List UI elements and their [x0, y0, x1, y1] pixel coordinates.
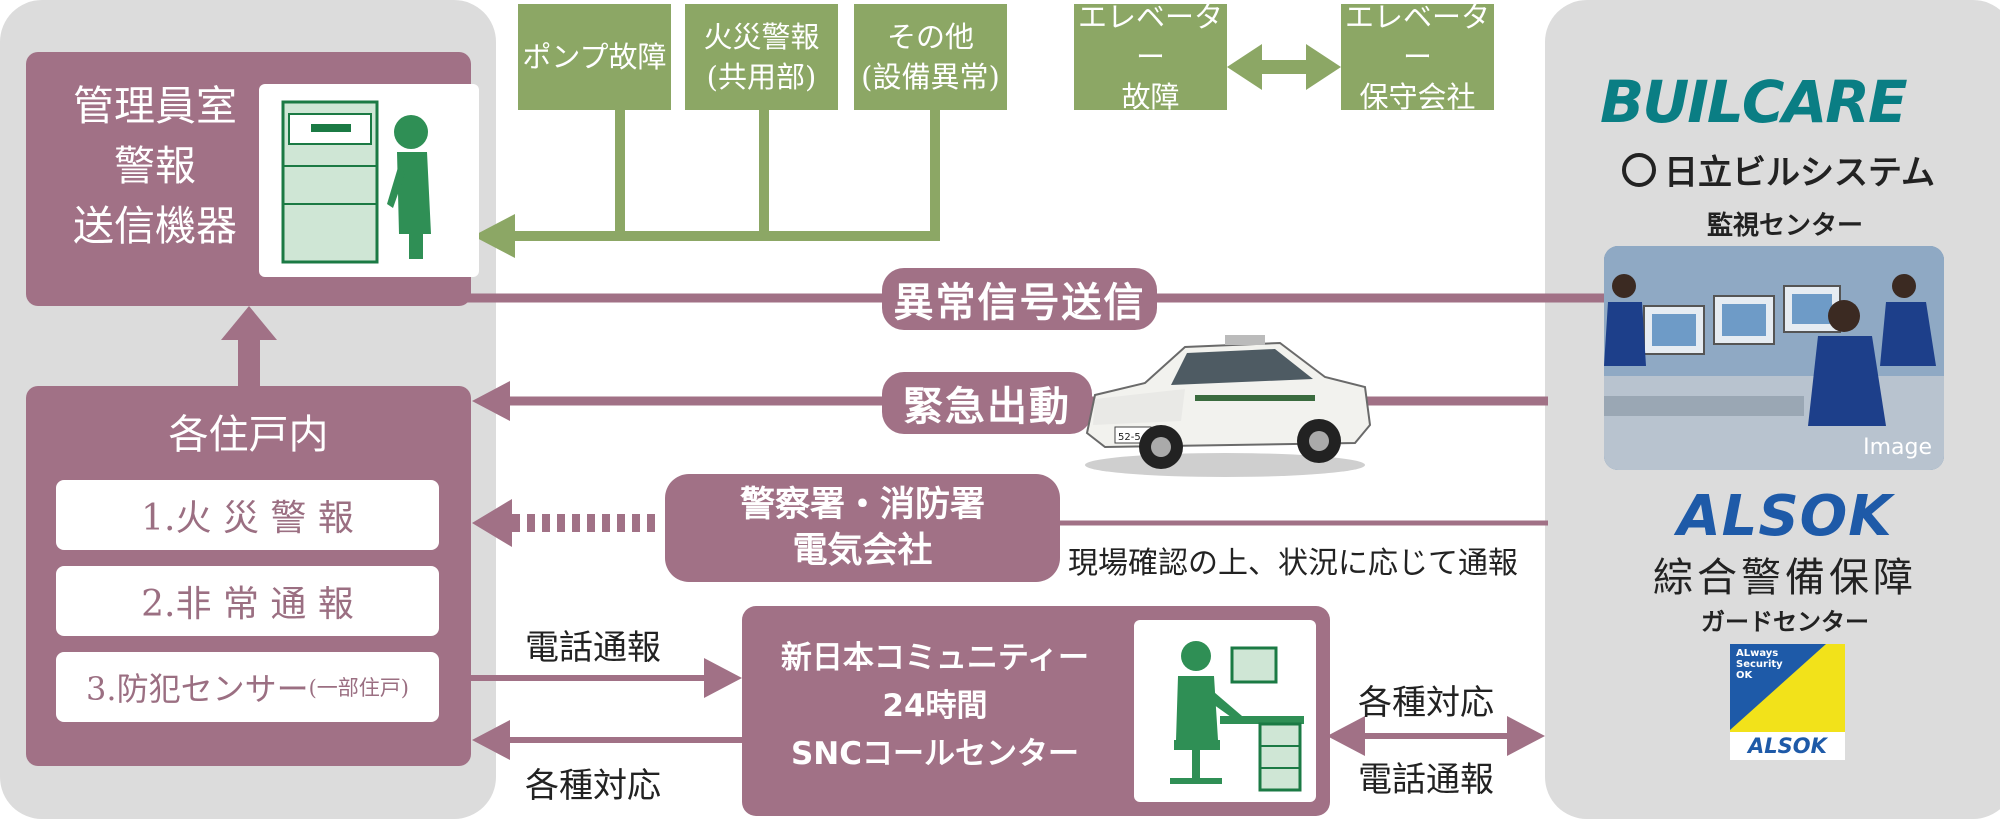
residence-title: 各住戸内 — [168, 412, 329, 458]
alarm-device-illustration — [259, 84, 479, 277]
fire-alarm-item: 1.火 災 警 報 — [56, 480, 439, 550]
operator-desk-icon — [1170, 641, 1304, 792]
alsok-company-name: 綜合警備保障 — [1653, 555, 1917, 601]
emergency-dispatch-label: 緊急出動 — [903, 384, 1071, 430]
police-fire-line-1: 警察署・消防署 — [739, 485, 985, 525]
hitachi-mark-icon — [1622, 152, 1656, 187]
hitachi-logo-text: 日立ビルシステム — [1664, 153, 1935, 193]
elevator-maintenance-line-1: エレベーター — [1344, 0, 1490, 74]
report-note: 現場確認の上、状況に応じて通報 — [1068, 546, 1518, 581]
buil-care-logo: BUILCARE — [1600, 68, 1908, 136]
fire-alarm-common-line-2: (共用部) — [706, 60, 817, 94]
fire-alarm-common-line-1: 火災警報 — [703, 20, 820, 54]
security-sensor-note: (一部住戸) — [308, 676, 409, 700]
other-equipment-line-2: (設備異常) — [861, 60, 1000, 94]
phone-report-right-label: 電話通報 — [1358, 760, 1494, 800]
snc-line-2: 24時間 — [882, 688, 988, 724]
security-sensor-item: 3.防犯センサー(一部住戸) — [56, 652, 439, 722]
patrol-car-image: 52-54 — [1075, 325, 1375, 485]
fire-alarm-common-box: 火災警報 (共用部) — [685, 4, 838, 110]
elevator-failure-line-2: 故障 — [1121, 80, 1180, 114]
car-plate: 52-54 — [1118, 432, 1147, 443]
police-fire-line-2: 電気会社 — [792, 531, 933, 571]
elevator-maintenance-line-2: 保守会社 — [1359, 80, 1476, 114]
emergency-call-label: 2.非 常 通 報 — [141, 584, 354, 625]
monitor-center-label: 監視センター — [1706, 211, 1863, 241]
alsok-badge: ALways Security OK ALSOK — [1730, 644, 1845, 760]
snc-line-3: SNCコールセンター — [790, 736, 1080, 772]
operators-photo-icon — [1604, 246, 1944, 470]
emergency-call-item: 2.非 常 通 報 — [56, 566, 439, 636]
security-sensor-label: 3.防犯センサー — [86, 670, 309, 708]
management-label-line-3: 送信機器 — [73, 202, 237, 250]
various-response-left-label: 各種対応 — [525, 766, 661, 806]
fire-alarm-label: 1.火 災 警 報 — [141, 498, 354, 539]
management-label-line-1: 管理員室 — [73, 82, 237, 130]
alsok-badge-logo: ALSOK — [1748, 734, 1827, 758]
patrol-car-icon: 52-54 — [1085, 335, 1372, 477]
snc-call-center-box: 新日本コミュニティー 24時間 SNCコールセンター — [742, 606, 1330, 816]
snc-line-1: 新日本コミュニティー — [780, 640, 1090, 676]
emergency-dispatch-pill: 緊急出動 — [882, 372, 1092, 434]
alsok-badge-text: ALways Security OK — [1736, 648, 1783, 681]
monitoring-room-photo: Image — [1604, 246, 1944, 470]
alsok-logo: ALSOK — [1677, 484, 1893, 549]
management-room-box: 管理員室 警報 送信機器 — [26, 52, 479, 306]
various-response-right-label: 各種対応 — [1358, 683, 1494, 723]
hitachi-logo: 日立ビルシステム — [1622, 145, 1942, 194]
elevator-failure-box: エレベーター 故障 — [1074, 0, 1227, 114]
guard-center-label: ガードセンター — [1701, 608, 1869, 636]
green-arrowhead — [473, 214, 515, 258]
badge-line-3: OK — [1736, 670, 1753, 681]
alarm-panel-person-icon — [281, 100, 431, 264]
badge-line-1: ALways — [1736, 648, 1779, 659]
other-equipment-box: その他 (設備異常) — [854, 4, 1007, 110]
alsok-badge-icon — [1730, 644, 1845, 760]
pump-failure-box: ポンプ故障 — [518, 4, 671, 110]
phone-report-left-label: 電話通報 — [525, 628, 661, 668]
operator-illustration — [1134, 620, 1316, 802]
residence-box: 各住戸内 1.火 災 警 報 2.非 常 通 報 3.防犯センサー(一部住戸) — [26, 386, 471, 766]
photo-caption: Image — [1863, 435, 1932, 460]
abnormal-signal-pill: 異常信号送信 — [882, 268, 1157, 330]
badge-line-2: Security — [1736, 659, 1783, 670]
management-room-label: 管理員室 警報 送信機器 — [40, 76, 270, 256]
other-equipment-line-1: その他 — [886, 20, 974, 54]
police-fire-electric-box: 警察署・消防署 電気会社 — [665, 474, 1060, 582]
management-label-line-2: 警報 — [114, 142, 196, 190]
elevator-failure-line-1: エレベーター — [1077, 0, 1223, 74]
snc-call-center-label: 新日本コミュニティー 24時間 SNCコールセンター — [744, 634, 1126, 778]
elevator-maintenance-box: エレベーター 保守会社 — [1341, 0, 1494, 114]
abnormal-signal-label: 異常信号送信 — [893, 280, 1146, 326]
pump-failure-label: ポンプ故障 — [522, 40, 667, 74]
